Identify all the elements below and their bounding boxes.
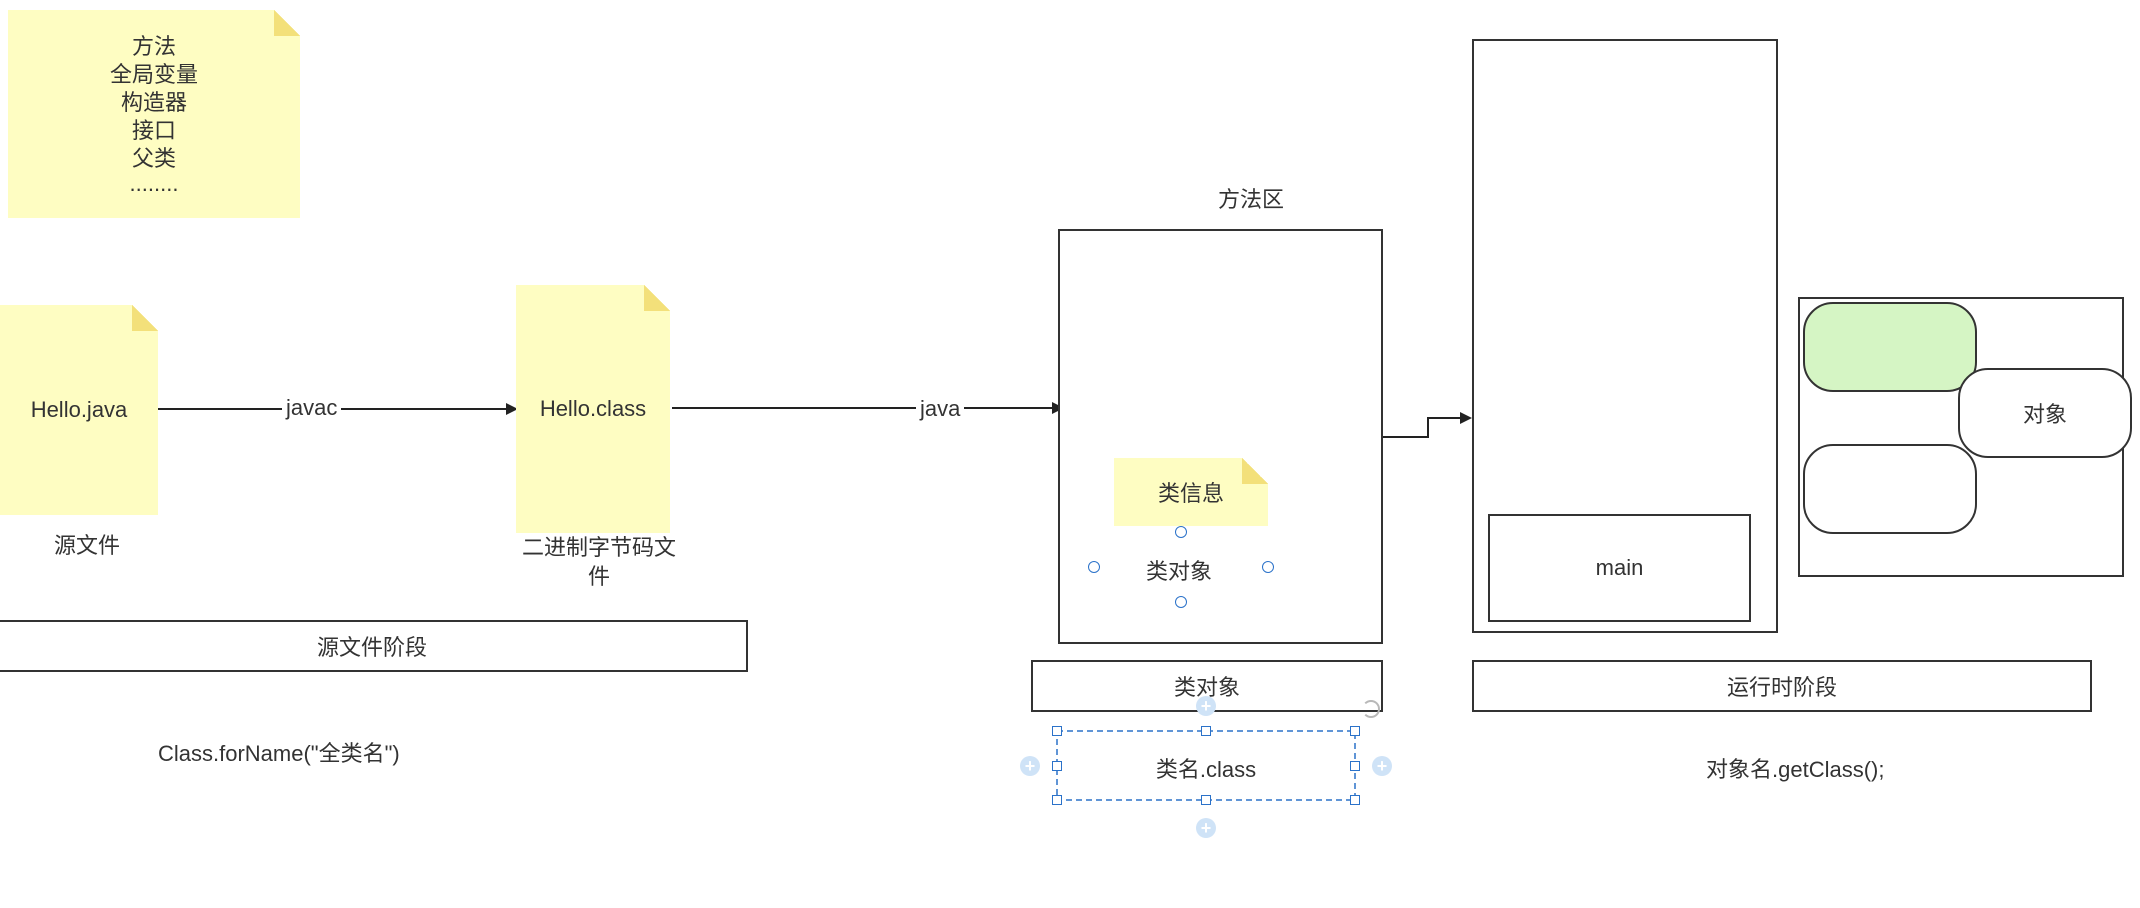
source-stage-label: 源文件阶段 <box>316 635 427 660</box>
green-object-pill[interactable] <box>1803 302 1977 392</box>
sel-handle-tr[interactable] <box>1350 726 1360 736</box>
connect-plus-left-icon[interactable]: + <box>1020 756 1040 776</box>
handle-top[interactable] <box>1175 526 1187 538</box>
empty-object-pill[interactable] <box>1803 444 1977 534</box>
java-label: java <box>916 396 965 422</box>
sel-handle-ml[interactable] <box>1052 761 1062 771</box>
source-stage-bar[interactable]: 源文件阶段 <box>0 620 748 672</box>
bytecode-file-label: 二进制字节码文 件 <box>522 533 676 591</box>
note-line-ellipsis: ........ <box>129 171 179 196</box>
class-object-stage-label: 类对象 <box>1173 675 1240 700</box>
source-file-label: 源文件 <box>54 533 121 558</box>
get-class-code: 对象名.getClass(); <box>1706 757 1885 782</box>
class-name-class-text[interactable]: 类名.class <box>1155 757 1257 782</box>
sel-handle-tm[interactable] <box>1201 726 1211 736</box>
method-area-title: 方法区 <box>1218 187 1285 212</box>
sticky-note-hello-java[interactable]: Hello.java <box>0 305 158 515</box>
runtime-stage-bar[interactable]: 运行时阶段 <box>1472 660 2092 712</box>
handle-right[interactable] <box>1262 561 1274 573</box>
class-forname-code: Class.forName("全类名") <box>158 741 400 766</box>
connect-plus-top-icon[interactable]: + <box>1196 696 1216 716</box>
sel-handle-bl[interactable] <box>1052 795 1062 805</box>
bytecode-line-1: 二进制字节码文 <box>522 535 677 560</box>
rotate-handle-icon[interactable] <box>1362 700 1380 718</box>
sel-handle-tl[interactable] <box>1052 726 1062 736</box>
note-line-methods: 方法 <box>131 34 176 59</box>
main-frame-box[interactable]: main <box>1488 514 1751 622</box>
note-line-constructors: 构造器 <box>120 90 187 115</box>
sel-handle-mr[interactable] <box>1350 761 1360 771</box>
method-area-box[interactable] <box>1058 229 1383 644</box>
sticky-note-class-members[interactable]: 方法 全局变量 构造器 接口 父类 ........ <box>8 10 300 218</box>
main-label: main <box>1595 555 1644 580</box>
bytecode-line-2: 件 <box>588 564 611 589</box>
sel-handle-bm[interactable] <box>1201 795 1211 805</box>
hello-class-label: Hello.class <box>539 396 647 421</box>
connect-plus-bottom-icon[interactable]: + <box>1196 818 1216 838</box>
hello-java-label: Hello.java <box>30 397 128 422</box>
sticky-note-hello-class[interactable]: Hello.class <box>516 285 670 533</box>
handle-bottom[interactable] <box>1175 596 1187 608</box>
connect-plus-right-icon[interactable]: + <box>1372 756 1392 776</box>
note-line-global-vars: 全局变量 <box>109 62 198 87</box>
sel-handle-br[interactable] <box>1350 795 1360 805</box>
runtime-stage-label: 运行时阶段 <box>1726 675 1837 700</box>
sticky-note-class-info[interactable]: 类信息 <box>1114 458 1268 526</box>
handle-left[interactable] <box>1088 561 1100 573</box>
object-pill[interactable]: 对象 <box>1958 368 2132 458</box>
class-object-inner-text[interactable]: 类对象 <box>1146 559 1213 584</box>
note-line-interfaces: 接口 <box>131 118 176 143</box>
javac-label: javac <box>282 395 342 421</box>
object-label: 对象 <box>2022 402 2067 427</box>
class-info-label: 类信息 <box>1157 481 1224 506</box>
note-line-superclass: 父类 <box>131 146 176 171</box>
arrow-method-area-to-stack <box>1383 412 1472 438</box>
